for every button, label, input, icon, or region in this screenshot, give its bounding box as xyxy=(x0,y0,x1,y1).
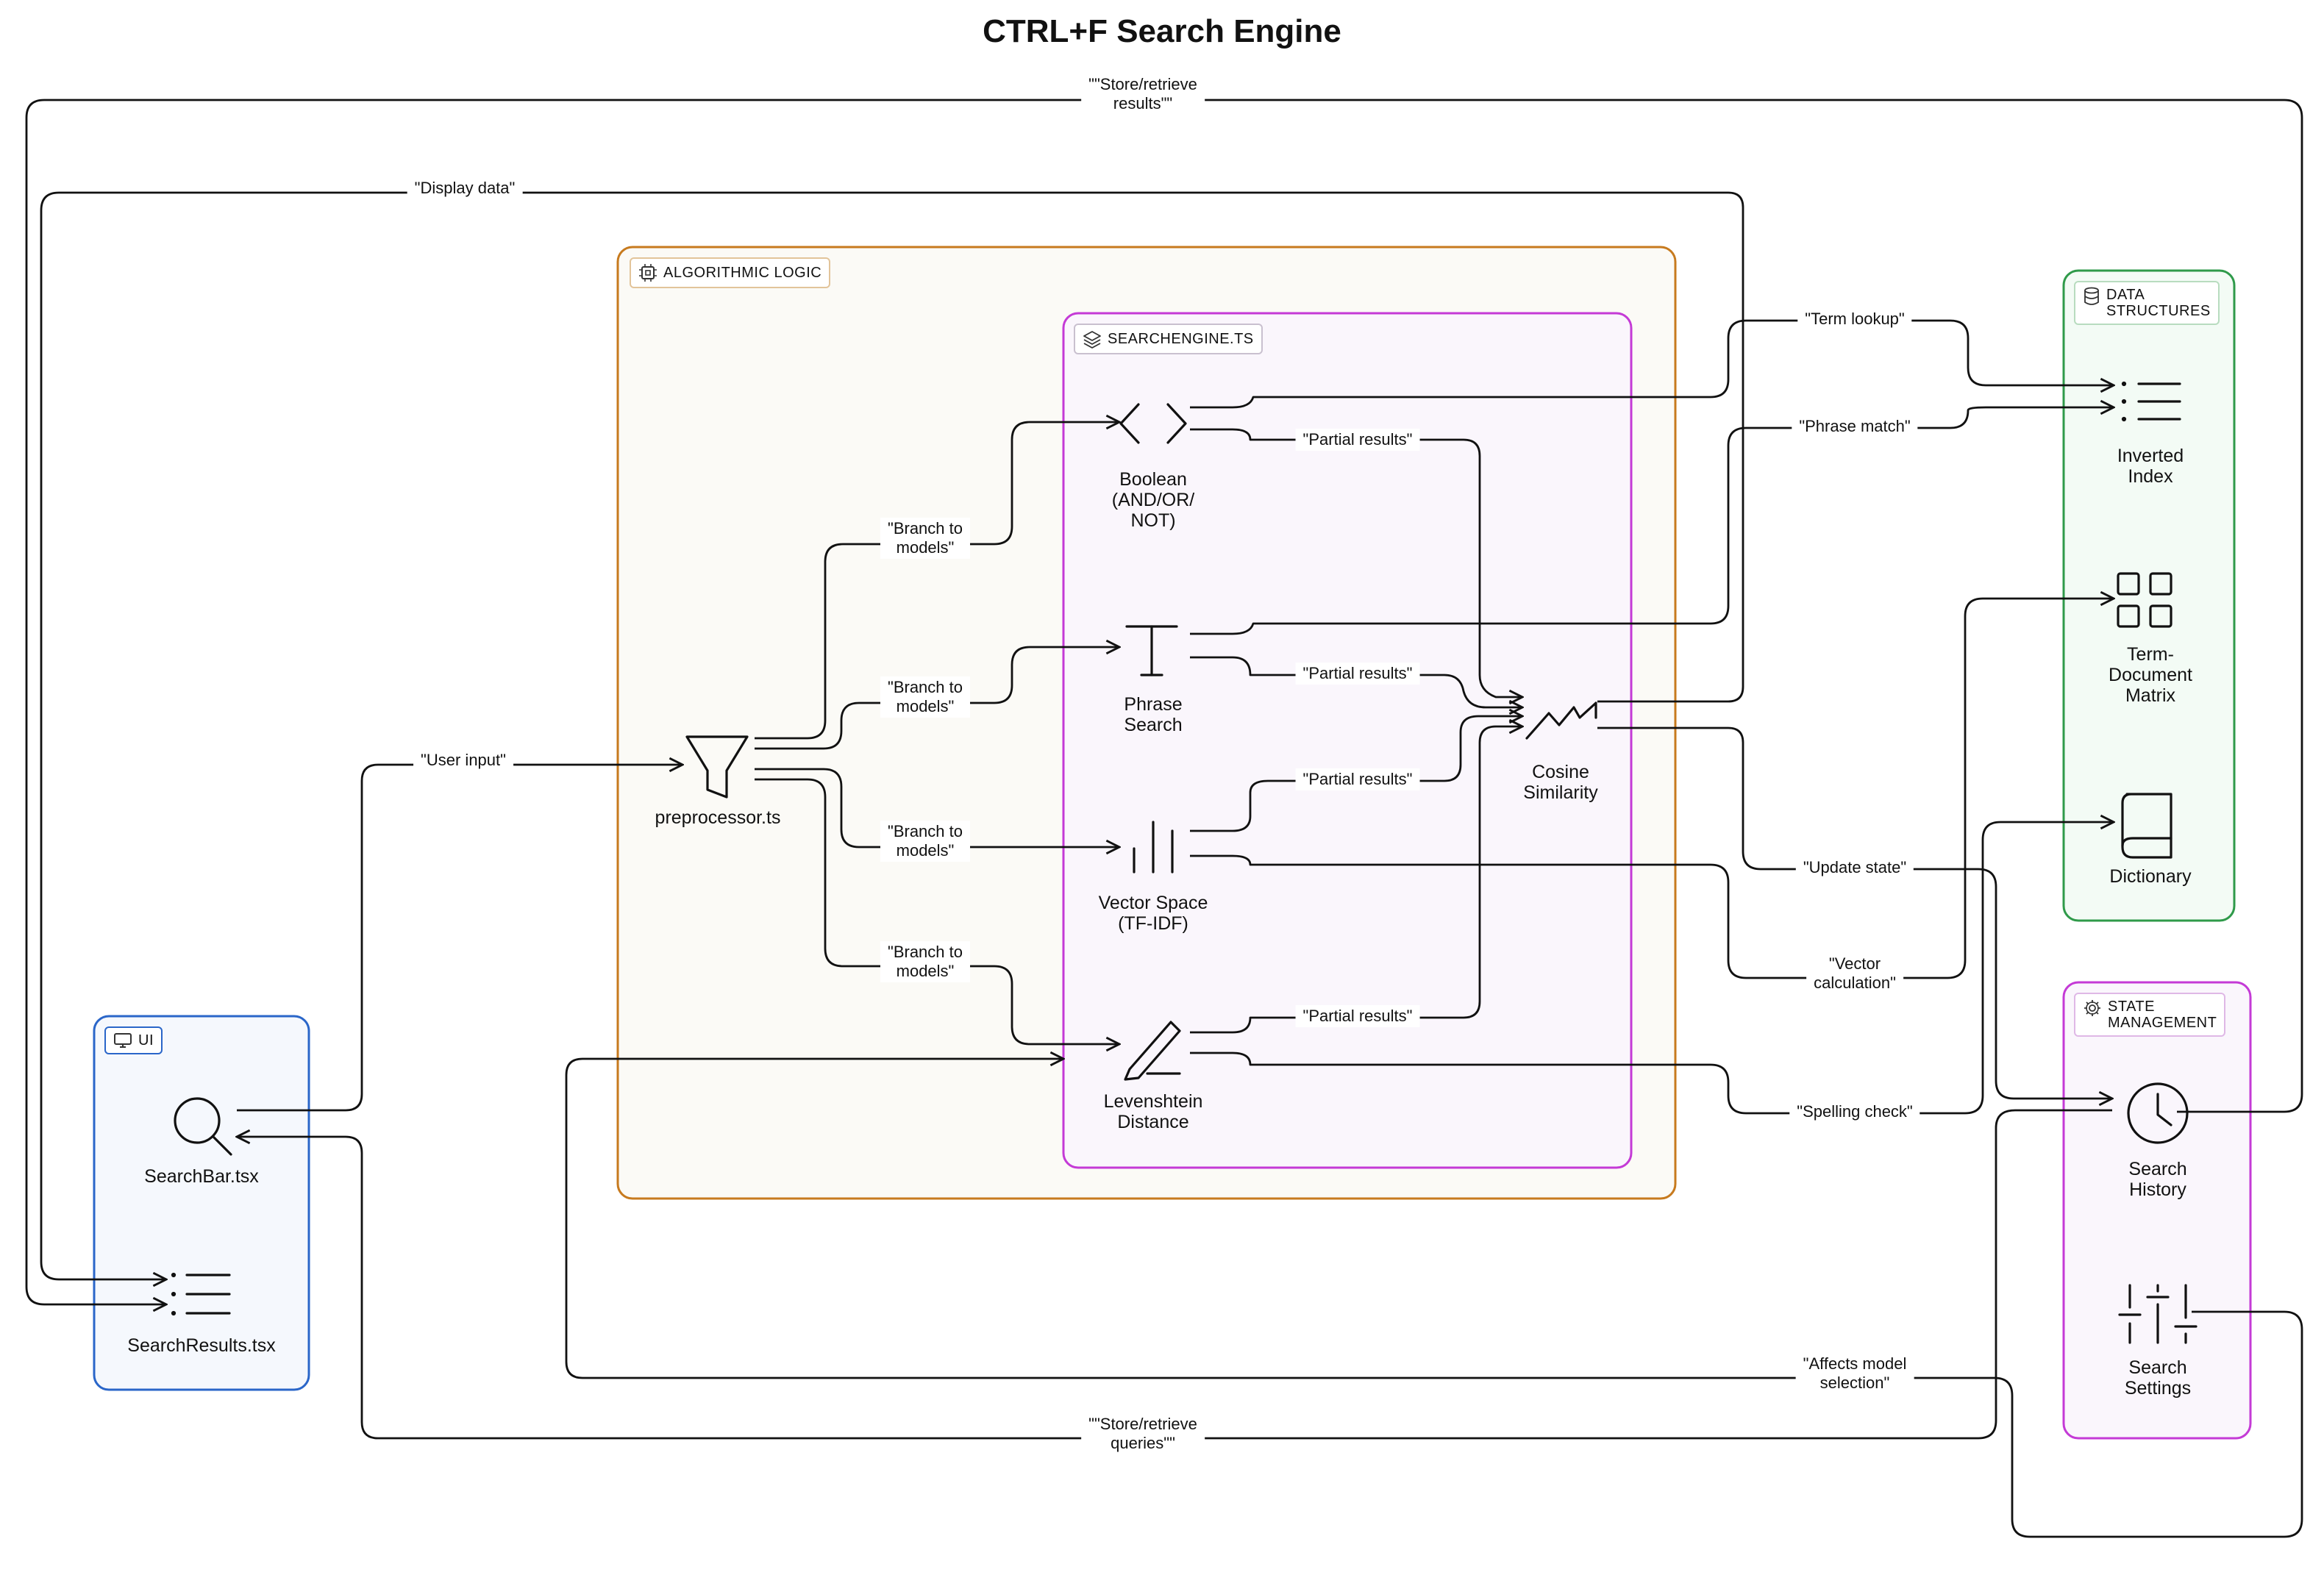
bars-icon xyxy=(1133,821,1174,874)
data-structures-group-tag: DATA STRUCTURES xyxy=(2074,281,2220,325)
code-brackets-icon xyxy=(1119,403,1187,444)
searchengine-group-label: SEARCHENGINE.TS xyxy=(1108,331,1254,347)
edge-user-input xyxy=(237,765,682,1112)
searchbar-label: SearchBar.tsx xyxy=(144,1166,259,1187)
phrase-label: Phrase Search xyxy=(1124,694,1183,735)
edge-label-vector-calc: "Vector calculation" xyxy=(1806,953,1903,994)
searchresults-label: SearchResults.tsx xyxy=(127,1335,276,1356)
clock-icon xyxy=(2127,1082,2189,1144)
edge-partial-levenshtein xyxy=(1190,726,1522,1034)
edge-label-affects-model: "Affects model selection" xyxy=(1795,1353,1914,1394)
edge-label-branch-1: "Branch to models" xyxy=(880,518,970,559)
grid-icon xyxy=(2117,572,2172,628)
edge-label-phrase-match: "Phrase match" xyxy=(1792,415,1918,438)
edge-phrase-match xyxy=(1190,407,2114,635)
edge-label-user-input: "User input" xyxy=(413,749,513,771)
edge-label-partial-1: "Partial results" xyxy=(1295,429,1420,451)
ui-group-label: UI xyxy=(138,1032,154,1049)
filter-icon xyxy=(685,735,749,799)
edge-spelling-check xyxy=(1190,822,2114,1115)
search-settings-label: Search Settings xyxy=(2124,1357,2192,1399)
edge-label-partial-2: "Partial results" xyxy=(1295,662,1420,685)
edge-label-spelling-check: "Spelling check" xyxy=(1789,1101,1920,1123)
monitor-icon xyxy=(114,1033,132,1048)
cosine-label: Cosine Similarity xyxy=(1523,762,1598,803)
pen-icon xyxy=(1124,1021,1181,1081)
edge-affects-model xyxy=(565,1059,2303,1538)
book-icon xyxy=(2121,793,2172,859)
edge-label-partial-4: "Partial results" xyxy=(1295,1005,1420,1027)
inverted-index-list-icon xyxy=(2121,381,2181,422)
gear-icon xyxy=(2084,1000,2100,1016)
edge-label-update-state: "Update state" xyxy=(1795,857,1914,879)
searchengine-group-tag: SEARCHENGINE.TS xyxy=(1074,324,1263,354)
layers-icon xyxy=(1083,331,1101,349)
inverted-index-label: Inverted Index xyxy=(2117,446,2184,487)
levenshtein-label: Levenshtein Distance xyxy=(1103,1091,1203,1132)
database-icon xyxy=(2084,287,2099,305)
edge-display-data xyxy=(40,191,1744,1279)
edge-label-branch-3: "Branch to models" xyxy=(880,821,970,862)
search-icon xyxy=(174,1097,232,1156)
data-structures-group-label: DATA STRUCTURES xyxy=(2106,287,2211,319)
edge-label-store-queries: ""Store/retrieve queries"" xyxy=(1081,1413,1205,1454)
zigzag-icon xyxy=(1525,701,1597,740)
edge-partial-boolean xyxy=(1190,428,1522,697)
search-history-label: Search History xyxy=(2128,1159,2187,1200)
state-management-group-tag: STATE MANAGEMENT xyxy=(2074,993,2226,1037)
dictionary-label: Dictionary xyxy=(2109,866,2192,887)
edge-branch-vector xyxy=(755,768,1119,847)
preprocessor-label: preprocessor.ts xyxy=(655,807,781,828)
edge-label-partial-3: "Partial results" xyxy=(1295,768,1420,790)
edge-term-lookup xyxy=(1190,319,2114,409)
ui-group-box xyxy=(93,1015,310,1391)
diagram-title: CTRL+F Search Engine xyxy=(983,13,1341,49)
edge-label-display-data: "Display data" xyxy=(407,177,523,199)
edge-label-branch-4: "Branch to models" xyxy=(880,941,970,982)
sliders-icon xyxy=(2118,1284,2198,1344)
edge-label-branch-2: "Branch to models" xyxy=(880,676,970,718)
vector-label: Vector Space (TF-IDF) xyxy=(1098,893,1208,934)
boolean-label: Boolean (AND/OR/ NOT) xyxy=(1111,469,1195,531)
edge-partial-phrase xyxy=(1190,656,1522,707)
edge-vector-calc xyxy=(1190,599,2114,979)
data-structures-group-box xyxy=(2062,269,2236,922)
edge-label-store-results: ""Store/retrieve results"" xyxy=(1081,74,1205,115)
text-t-icon xyxy=(1125,625,1178,676)
ui-group-tag: UI xyxy=(104,1026,163,1054)
list-icon xyxy=(171,1272,231,1316)
term-doc-matrix-label: Term- Document Matrix xyxy=(2109,644,2192,706)
chip-icon xyxy=(639,264,657,282)
state-management-group-label: STATE MANAGEMENT xyxy=(2108,999,2217,1031)
searchengine-group-box xyxy=(1062,312,1633,1169)
algorithmic-logic-group-label: ALGORITHMIC LOGIC xyxy=(663,265,822,281)
algorithmic-logic-group-tag: ALGORITHMIC LOGIC xyxy=(630,257,831,288)
edge-label-term-lookup: "Term lookup" xyxy=(1797,308,1912,330)
